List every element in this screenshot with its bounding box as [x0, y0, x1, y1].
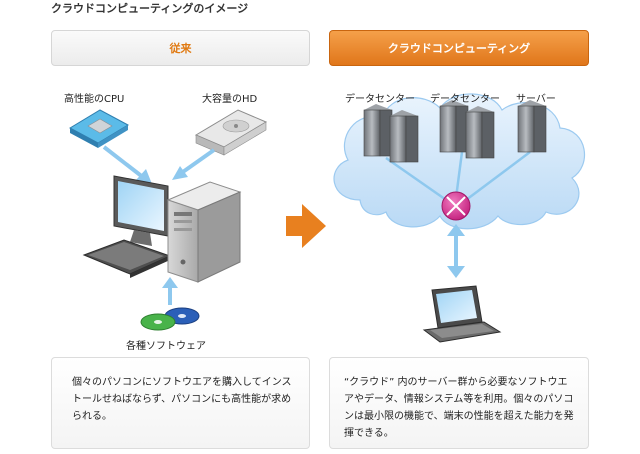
cloud-header: クラウドコンピューティング [329, 30, 589, 66]
network-hub-icon [441, 191, 471, 221]
software-discs-icon [140, 307, 200, 331]
hdd-to-pc-arrow [172, 148, 216, 180]
server-label: サーバー [516, 94, 556, 105]
conventional-description: 個々のパソコンにソフトウエアを購入してインストールせねばならず、パソコンにも高性… [72, 377, 292, 422]
datacenter-1-label: データセンター [345, 94, 415, 105]
hdd-icon [194, 109, 268, 156]
conventional-description-box: 個々のパソコンにソフトウエアを購入してインストールせねばならず、パソコンにも高性… [51, 357, 310, 449]
hdd-label: 大容量のHD [202, 94, 258, 105]
cloud-header-label: クラウドコンピューティング [387, 42, 531, 55]
cloud-description: “クラウド” 内のサーバー群から必要なソフトウエアやデータ、情報システム等を利用… [344, 377, 574, 439]
cpu-label: 高性能のCPU [64, 94, 125, 105]
cpu-to-pc-arrow [102, 145, 152, 184]
transition-arrow-icon [286, 204, 326, 248]
laptop-icon [422, 285, 502, 343]
software-label: 各種ソフトウェア [126, 341, 206, 352]
conventional-header-label: 従来 [169, 42, 192, 55]
cloud-links [385, 151, 531, 206]
cpu-icon [68, 109, 130, 148]
desktop-pc-icon [82, 175, 242, 283]
server-icon [517, 100, 547, 153]
cloud-description-box: “クラウド” 内のサーバー群から必要なソフトウエアやデータ、情報システム等を利用… [329, 357, 589, 449]
datacenter-2-icon [439, 100, 495, 159]
conventional-header: 従来 [51, 30, 310, 66]
datacenter-2-label: データセンター [430, 94, 500, 105]
datacenter-1-icon [363, 104, 419, 163]
software-to-pc-arrow [162, 277, 178, 305]
cloud-to-laptop-arrow [447, 224, 465, 278]
page-title: クラウドコンピューティングのイメージ [51, 2, 249, 15]
